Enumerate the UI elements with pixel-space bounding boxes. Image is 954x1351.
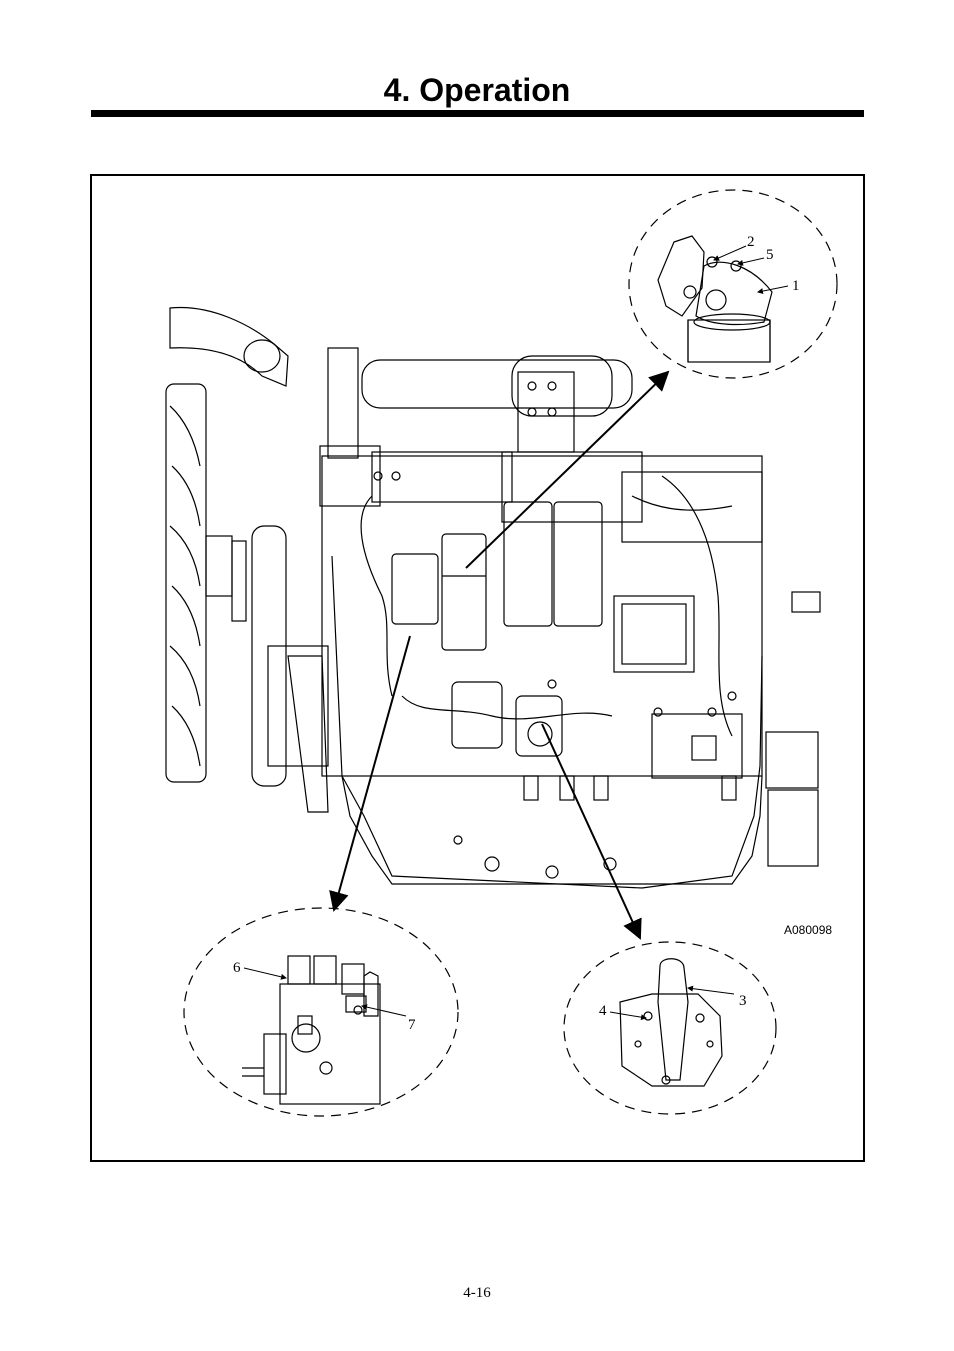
leader-arrows bbox=[334, 372, 668, 938]
title-rule bbox=[91, 110, 864, 117]
fuel-filters bbox=[392, 502, 602, 650]
page-number: 4-16 bbox=[0, 1285, 954, 1302]
callout-3: 3 bbox=[739, 993, 747, 1009]
figure-frame: 2 5 1 6 7 3 4 A080098 bbox=[90, 174, 865, 1162]
callout-labels: 2 5 1 6 7 3 4 bbox=[233, 234, 800, 1033]
engine-drawing bbox=[166, 308, 820, 888]
detail-circle-top-right bbox=[629, 190, 837, 378]
callout-7: 7 bbox=[408, 1017, 416, 1033]
callout-4: 4 bbox=[599, 1003, 607, 1019]
callout-5: 5 bbox=[766, 247, 774, 263]
figure-code: A080098 bbox=[784, 923, 832, 937]
callout-2: 2 bbox=[747, 234, 755, 250]
callout-6: 6 bbox=[233, 960, 241, 976]
cooling-fan bbox=[166, 384, 246, 782]
callout-1: 1 bbox=[792, 278, 800, 294]
detail-circle-bottom-right bbox=[564, 942, 776, 1114]
page-title: 4. Operation bbox=[0, 70, 954, 110]
engine-illustration: 2 5 1 6 7 3 4 A080098 bbox=[92, 176, 863, 1160]
detail-circle-bottom-left bbox=[184, 908, 458, 1116]
